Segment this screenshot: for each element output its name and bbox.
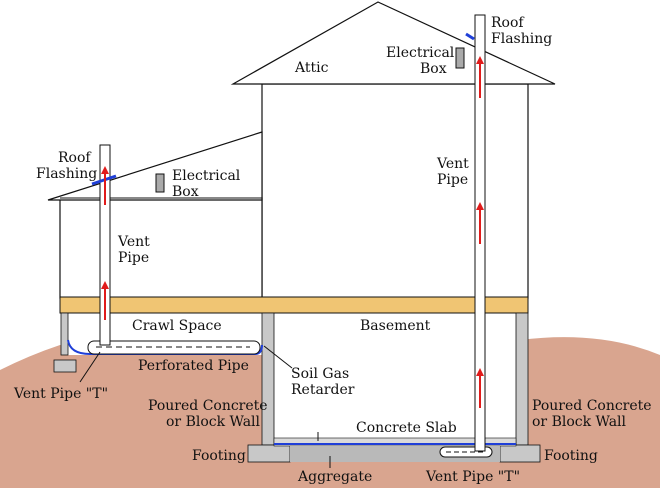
floor-beam xyxy=(59,296,529,314)
label-electrical-box-right: Electrical Box xyxy=(386,45,459,77)
perforated-pipe xyxy=(87,340,261,355)
leader-soil-gas xyxy=(263,345,293,369)
label-perforated-pipe: Perforated Pipe xyxy=(138,358,249,374)
crawl-footing xyxy=(53,359,77,373)
electrical-box-left-icon xyxy=(155,173,165,193)
label-electrical-box-left: Electrical Box xyxy=(172,168,245,200)
crawl-wall-left xyxy=(60,312,69,356)
label-poured-wall-left: Poured Concrete or Block Wall xyxy=(148,398,272,430)
label-crawl-space: Crawl Space xyxy=(132,318,222,334)
vent-pipe-left xyxy=(99,144,111,346)
label-attic: Attic xyxy=(294,60,329,76)
footing-left-block xyxy=(247,444,291,463)
label-basement: Basement xyxy=(360,318,431,334)
leader-vent-t-left xyxy=(79,351,101,383)
upper-house-right xyxy=(261,83,529,299)
electrical-box-right-icon xyxy=(455,47,465,69)
right-foundation-wall xyxy=(515,312,529,446)
label-vent-pipe-right: Vent Pipe xyxy=(436,156,473,188)
roof-flashing-right-mark xyxy=(465,32,475,41)
center-foundation-wall xyxy=(261,312,275,446)
label-roof-flashing-right: Roof Flashing xyxy=(491,15,552,47)
label-poured-wall-right: Poured Concrete or Block Wall xyxy=(532,398,656,430)
label-footing-right: Footing xyxy=(544,448,598,464)
label-vent-pipe-t-left: Vent Pipe "T" xyxy=(13,386,108,402)
label-vent-pipe-left: Vent Pipe xyxy=(117,234,154,266)
label-soil-gas-retarder: Soil Gas Retarder xyxy=(291,366,355,398)
upper-house-left xyxy=(59,197,263,299)
label-roof-flashing-left: Roof Flashing xyxy=(36,150,97,182)
label-vent-pipe-t-right: Vent Pipe "T" xyxy=(425,469,520,485)
label-aggregate: Aggregate xyxy=(297,469,372,485)
label-concrete-slab: Concrete Slab xyxy=(356,420,457,436)
label-footing-left: Footing xyxy=(192,448,246,464)
footing-right-block xyxy=(499,444,541,463)
